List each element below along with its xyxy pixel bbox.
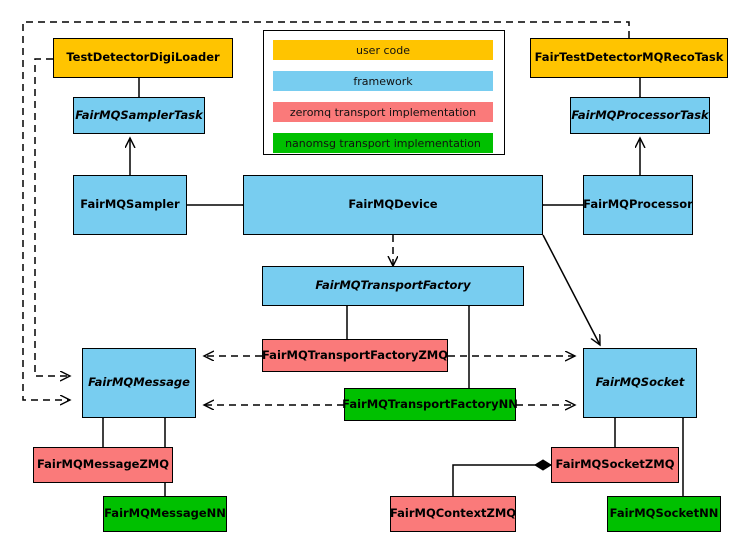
class-node-fairmqdevice[interactable]: FairMQDevice <box>243 175 543 235</box>
legend-item-user-code: user code <box>273 40 493 60</box>
class-node-fairmqtransportfactorynn[interactable]: FairMQTransportFactoryNN <box>342 388 518 421</box>
class-node-fairmqmessage[interactable]: FairMQMessage <box>82 348 196 418</box>
class-node-testdetectordigiloader[interactable]: TestDetectorDigiLoader <box>53 38 233 78</box>
legend-item-zeromq: zeromq transport implementation <box>273 102 493 122</box>
edge-digiloader-to-message <box>34 58 70 376</box>
class-node-fairmqtransportfactory[interactable]: FairMQTransportFactory <box>262 266 524 306</box>
class-node-fairmqcontextzmq[interactable]: FairMQContextZMQ <box>390 496 516 532</box>
edge-contextzmq-socketzmq <box>452 465 551 496</box>
legend-item-framework: framework <box>273 71 493 91</box>
class-node-fairmqmessagezmq[interactable]: FairMQMessageZMQ <box>33 447 173 483</box>
class-node-fairmqsocketnn[interactable]: FairMQSocketNN <box>607 496 721 532</box>
class-node-fairmqprocessor[interactable]: FairMQProcessor <box>583 175 693 235</box>
class-node-fairmqsocket[interactable]: FairMQSocket <box>583 348 697 418</box>
class-node-fairmqtransportfactoryzmq[interactable]: FairMQTransportFactoryZMQ <box>262 339 448 372</box>
edge-device-socket <box>542 234 600 345</box>
legend-item-nanomsg: nanomsg transport implementation <box>273 133 493 153</box>
class-node-fairmqsamplertask[interactable]: FairMQSamplerTask <box>73 97 205 134</box>
class-node-fairtestdetectormqrecotask[interactable]: FairTestDetectorMQRecoTask <box>530 38 728 78</box>
class-node-fairmqmessagenn[interactable]: FairMQMessageNN <box>103 496 227 532</box>
class-node-fairmqsampler[interactable]: FairMQSampler <box>73 175 187 235</box>
class-node-fairmqprocessortask[interactable]: FairMQProcessorTask <box>570 97 710 134</box>
class-node-fairmqsocketzmq[interactable]: FairMQSocketZMQ <box>551 447 679 483</box>
legend-panel: user code framework zeromq transport imp… <box>263 30 505 155</box>
